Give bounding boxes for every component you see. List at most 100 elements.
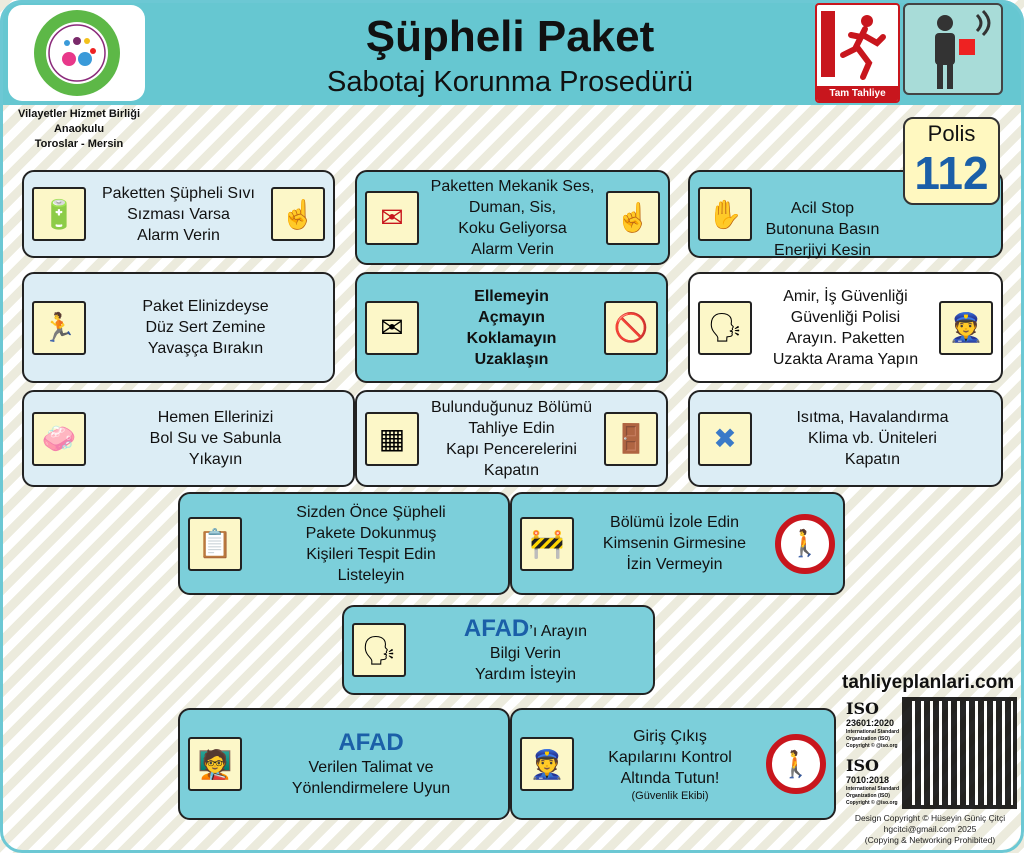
police-number-badge: Polis 112	[903, 117, 1000, 205]
step-text: Giriş Çıkış	[633, 727, 707, 745]
iso-number: 7010:2018	[846, 775, 890, 785]
door-close-icon: 🚪	[604, 411, 658, 466]
step-text: İzin Vermeyin	[626, 556, 723, 573]
step-text: Koku Geliyorsa	[458, 219, 567, 237]
fire-alarm-button-icon: ☝	[606, 190, 660, 245]
leaking-battery-icon: 🔋	[32, 187, 86, 241]
iso-desc: International Standard Organization (ISO…	[846, 729, 900, 749]
emergency-stop-icon: ✋	[698, 187, 752, 241]
barrier-icon: 🚧	[520, 516, 574, 571]
step-text: Açmayın	[478, 308, 545, 326]
running-man-icon	[821, 11, 886, 80]
checklist-icon: 📋	[188, 516, 242, 571]
step-text: Kapı Pencerelerini	[446, 440, 577, 458]
afad-logo: AFAD	[338, 729, 404, 756]
person-with-package-icon	[903, 3, 1003, 95]
exit-sign-label: Tam Tahliye	[817, 86, 898, 101]
page-subtitle: Sabotaj Korunma Prosedürü	[327, 66, 693, 98]
no-touch-prohibition-icon: 🚫	[604, 300, 658, 355]
phone-call-icon: 🗣	[698, 300, 752, 355]
step-text: Düz Sert Zemine	[145, 319, 266, 336]
step-text: Amir, İş Güvenliği	[783, 287, 908, 305]
step-mechanical-sound: ✉ Paketten Mekanik Ses,Duman, Sis,Koku G…	[355, 170, 670, 265]
hand-washing-icon: 🧼	[32, 411, 86, 466]
step-text: Isıtma, Havalandırma	[796, 409, 949, 426]
step-text: Kimsenin Girmesine	[602, 535, 747, 552]
evacuation-plan-icon: ▦	[365, 411, 419, 466]
step-text: Kapatın	[483, 461, 540, 479]
presenter-icon: 🧑‍🏫	[188, 737, 242, 791]
step-text: Yönlendirmelere Uyun	[291, 780, 451, 797]
iso-label: ISO	[846, 699, 879, 718]
step-text: Paket Elinizdeyse	[142, 298, 269, 315]
step-text: Arayın. Paketten	[786, 329, 905, 347]
step-text: ’ı Arayın	[529, 623, 588, 640]
step-note: (Güvenlik Ekibi)	[631, 789, 709, 802]
iso-label: ISO	[846, 756, 879, 775]
school-name: Vilayetler Hizmet Birliği Anaokulu Toros…	[4, 107, 154, 152]
person-placing-package-icon: 🏃	[32, 300, 86, 355]
fire-alarm-button-icon: ☝	[271, 187, 325, 241]
step-text: Kişileri Tespit Edin	[306, 545, 436, 563]
step-text: Tahliye Edin	[468, 419, 555, 437]
copyright-email: hgcitci@gmail.com 2025	[883, 824, 977, 834]
security-guard-icon: 👮	[939, 300, 993, 355]
step-text: Kapılarını Kontrol	[608, 748, 732, 766]
step-text: Listeleyin	[337, 566, 405, 584]
security-guard-icon: 👮	[520, 737, 574, 791]
website-link[interactable]: tahliyeplanlari.com	[842, 672, 1015, 693]
step-text: Yıkayın	[188, 451, 243, 468]
step-text: Acil Stop	[790, 199, 855, 217]
step-text: Alarm Verin	[471, 240, 554, 258]
phone-call-icon: 🗣	[352, 623, 406, 677]
step-text: Alarm Verin	[137, 226, 220, 244]
step-text: Kapatın	[844, 451, 901, 468]
school-logo	[8, 5, 145, 101]
page-title: Şüpheli Paket	[365, 12, 655, 61]
iso-number: 23601:2020	[846, 718, 895, 728]
school-location: Toroslar - Mersin	[34, 138, 124, 150]
no-entry-icon: 🚶	[766, 734, 826, 794]
step-text: Bulunduğunuz Bölümü	[430, 398, 592, 416]
step-text: Duman, Sis,	[468, 198, 557, 216]
step-text: Uzaklaşın	[474, 350, 549, 368]
copyright: Design Copyright © Hüseyin Güniç Çitçi h…	[840, 813, 1020, 846]
copyright-note: (Copying & Networking Prohibited)	[864, 835, 996, 845]
step-text: Paketten Mekanik Ses,	[430, 177, 595, 195]
step-text: Verilen Talimat ve	[308, 759, 434, 776]
step-text: Enerjiyi Kesin	[774, 241, 871, 259]
qr-code	[902, 697, 1017, 809]
step-text: Koklamayın	[466, 329, 557, 347]
school-line: Anaokulu	[53, 123, 105, 135]
step-text: Yardım İsteyin	[474, 666, 577, 683]
emergency-exit-sign: Tam Tahliye	[815, 3, 900, 103]
step-text: Pakete Dokunmuş	[305, 524, 437, 542]
school-line: Vilayetler Hizmet Birliği	[17, 108, 141, 120]
step-text: Yavaşça Bırakın	[147, 340, 264, 357]
step-text: Altında Tutun!	[620, 769, 720, 787]
police-number: 112	[914, 147, 989, 199]
step-text: Bölümü İzole Edin	[610, 514, 739, 531]
step-text: Butonuna Basın	[765, 220, 880, 238]
step-text: Ellemeyin	[474, 287, 549, 305]
step-text: Bol Su ve Sabunla	[149, 430, 282, 447]
step-text: Bilgi Verin	[489, 645, 562, 662]
step-text: Güvenliği Polisi	[790, 308, 901, 326]
warning-envelope-icon: ✉	[365, 300, 419, 355]
step-text: Sizden Önce Şüpheli	[296, 503, 446, 521]
step-follow-instructions: 🧑‍🏫 AFAD Verilen Talimat ve Yönlendirmeler…	[178, 708, 510, 820]
step-text: Sızması Varsa	[127, 205, 230, 223]
step-text: Klima vb. Üniteleri	[808, 430, 937, 447]
